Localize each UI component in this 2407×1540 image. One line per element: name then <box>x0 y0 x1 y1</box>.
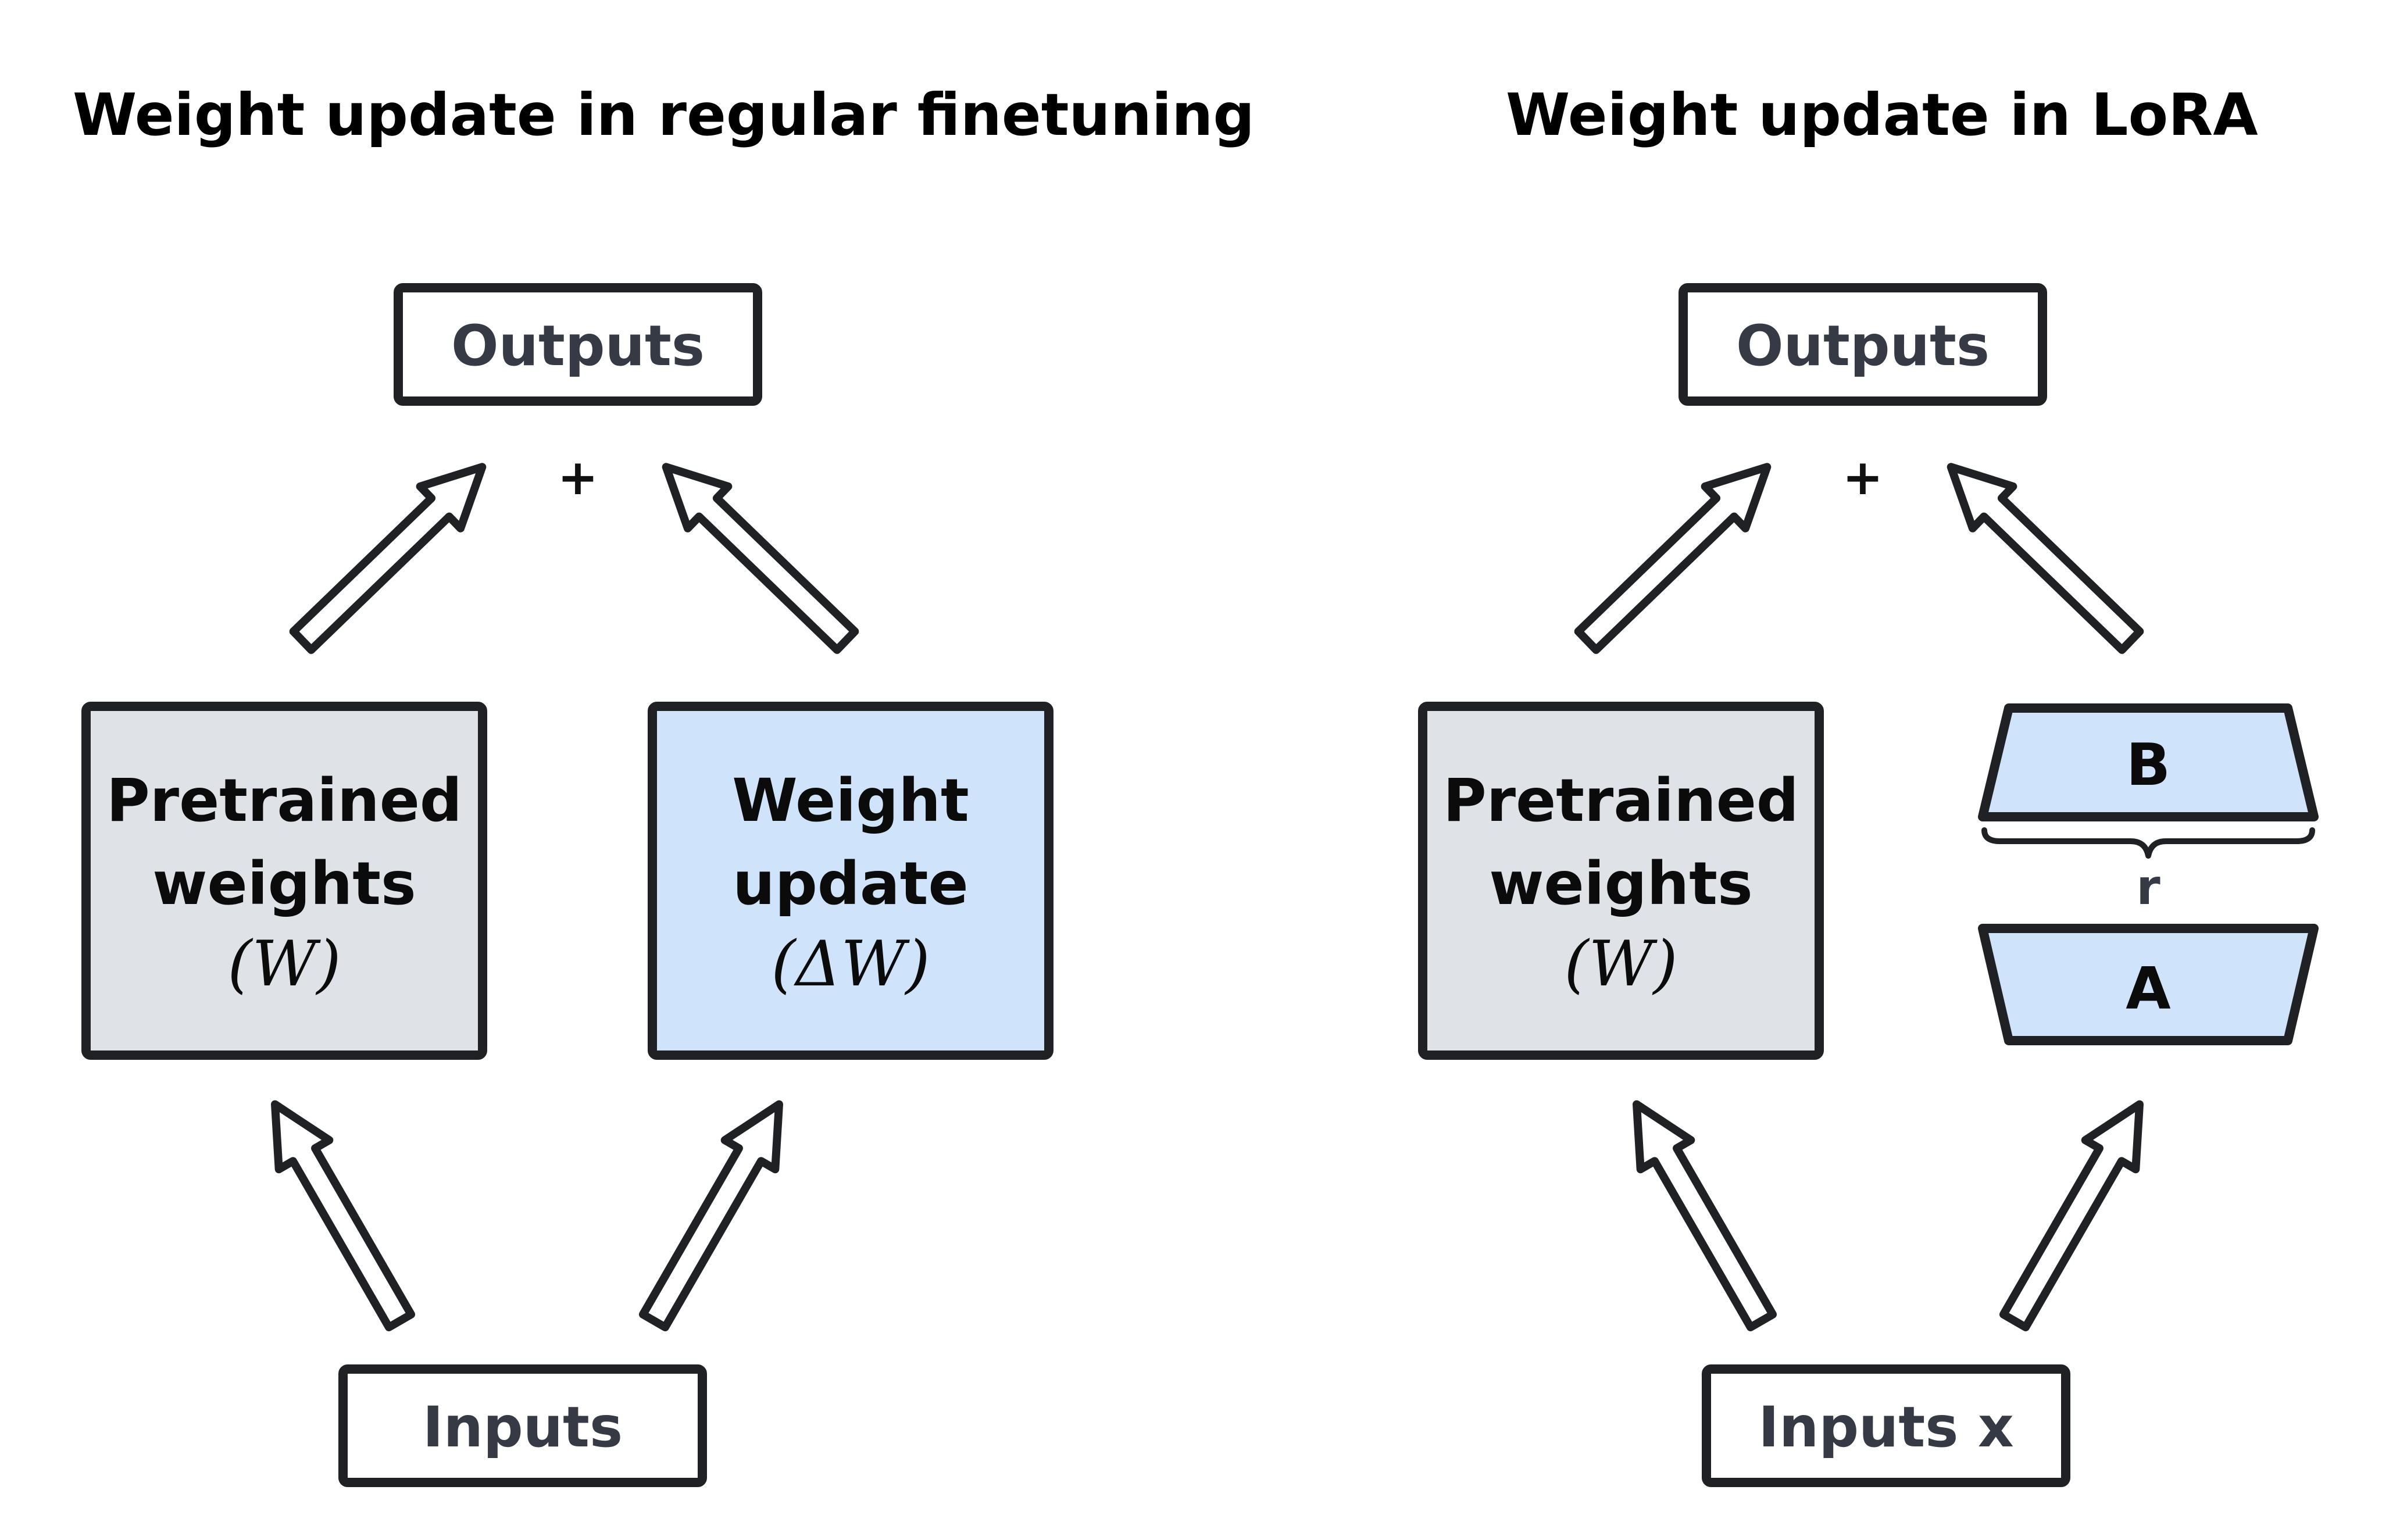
right-arrow-inputs-to-a <box>1990 1090 2165 1335</box>
left-pretrained-line1: Pretrained <box>106 766 462 835</box>
right-pretrained-line2: weights <box>1489 849 1752 919</box>
left-inputs-label: Inputs <box>423 1395 623 1460</box>
matrix-a-shape: A <box>1978 924 2319 1045</box>
right-title: Weight update in LoRA <box>1506 81 2258 149</box>
right-pretrained-weights-box: Pretrained weights (W) <box>1418 702 1824 1060</box>
rank-brace <box>1981 827 2315 859</box>
left-update-math: (ΔW) <box>771 928 930 1001</box>
left-arrow-pretrained-to-outputs <box>282 446 502 662</box>
matrix-a-label: A <box>2126 955 2170 1023</box>
left-arrow-inputs-to-update <box>629 1090 805 1335</box>
left-title: Weight update in regular finetuning <box>73 81 1255 149</box>
right-pretrained-line1: Pretrained <box>1443 766 1799 835</box>
right-arrow-ab-to-outputs <box>1931 446 2151 662</box>
right-outputs-label: Outputs <box>1736 313 1990 378</box>
matrix-b-shape: B <box>1978 703 2319 821</box>
left-pretrained-weights-box: Pretrained weights (W) <box>81 702 487 1060</box>
left-update-line1: Weight <box>732 766 969 835</box>
right-arrow-inputs-to-pretrained <box>1612 1090 1787 1335</box>
right-plus-sign: + <box>1842 449 1883 506</box>
left-update-line2: update <box>733 849 968 919</box>
left-weight-update-box: Weight update (ΔW) <box>648 702 1053 1060</box>
rank-label: r <box>2136 859 2160 916</box>
right-outputs-box: Outputs <box>1679 283 2047 406</box>
right-panel: Weight update in LoRA Outputs + Pretrain… <box>1418 81 2319 1487</box>
left-plus-sign: + <box>558 449 598 506</box>
left-arrow-inputs-to-pretrained <box>250 1090 426 1335</box>
right-inputs-label: Inputs x <box>1758 1395 2014 1460</box>
left-pretrained-math: (W) <box>227 928 341 1001</box>
left-arrow-update-to-outputs <box>646 446 866 662</box>
matrix-b-label: B <box>2126 731 2170 799</box>
left-outputs-box: Outputs <box>394 283 762 406</box>
right-pretrained-math: (W) <box>1564 928 1677 1001</box>
left-pretrained-line2: weights <box>152 849 416 919</box>
right-inputs-box: Inputs x <box>1702 1364 2070 1487</box>
right-arrow-pretrained-to-outputs <box>1567 446 1787 662</box>
left-panel: Weight update in regular finetuning Outp… <box>73 81 1255 1487</box>
left-outputs-label: Outputs <box>451 313 705 378</box>
left-inputs-box: Inputs <box>338 1364 707 1487</box>
